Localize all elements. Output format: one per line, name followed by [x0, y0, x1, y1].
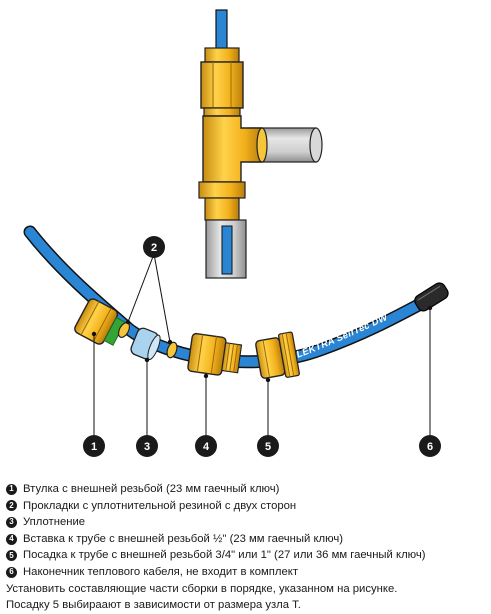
legend-item-2: 2 Прокладки с уплотнительной резиной с д… [6, 498, 488, 515]
callout-6: 6 [419, 435, 441, 457]
tee-assembly [198, 9, 323, 279]
svg-text:1: 1 [91, 441, 97, 453]
leader-2a [127, 253, 155, 323]
leader-2b [153, 253, 171, 343]
legend-badge-2: 2 [6, 500, 17, 512]
legend-item-6: 6 Наконечник теплового кабеля, не входит… [6, 564, 488, 581]
assembly-diagram: ELEKTRA SelfTec DW [23, 9, 449, 457]
part-1-bushing [74, 298, 126, 346]
legend-item-1: 1 Втулка с внешней резьбой (23 мм гаечны… [6, 481, 488, 498]
legend-text-2: Прокладки с уплотнительной резиной с дву… [23, 499, 297, 512]
legend-badge-1: 1 [6, 483, 17, 495]
part-3-seal [130, 327, 161, 360]
tee-cable-top [215, 9, 228, 53]
callout-3: 3 [136, 435, 158, 457]
callout-1: 1 [83, 435, 105, 457]
tee-cable-bottom [221, 225, 233, 275]
legend-item-3: 3 Уплотнение [6, 514, 488, 531]
svg-text:4: 4 [203, 441, 210, 453]
legend-badge-6: 6 [6, 566, 17, 578]
tee-top-nut [204, 47, 240, 63]
legend-text-6: Наконечник теплового кабеля, не входит в… [23, 565, 298, 578]
cable-end-cap [414, 282, 449, 312]
legend-item-5: 5 Посадка к трубе с внешней резьбой 3/4"… [6, 547, 488, 564]
assembly-note-2: Посадку 5 выбираают в зависимости от раз… [6, 599, 301, 612]
tee-hex-nut [200, 61, 244, 109]
part-5-fitting [255, 331, 300, 379]
callout-5: 5 [257, 435, 279, 457]
legend-badge-3: 3 [6, 516, 17, 528]
legend-text-3: Уплотнение [23, 516, 86, 529]
legend-item-4: 4 Вставка к трубе с внешней резьбой ½" (… [6, 531, 488, 548]
part-4-insert [187, 332, 243, 376]
tee-body [202, 115, 263, 183]
part-4-thread [221, 342, 243, 374]
part-2-gasket-b [166, 341, 178, 359]
svg-text:2: 2 [151, 242, 157, 254]
callout-4: 4 [195, 435, 217, 457]
cable-label: ELEKTRA SelfTec DW [289, 312, 390, 363]
svg-text:3: 3 [144, 441, 150, 453]
legend-badge-4: 4 [6, 533, 17, 545]
svg-text:6: 6 [427, 441, 433, 453]
legend-text-5: Посадка к трубе с внешней резьбой 3/4" и… [23, 549, 426, 562]
svg-text:5: 5 [265, 441, 271, 453]
legend-text-4: Вставка к трубе с внешней резьбой ½" (23… [23, 532, 344, 545]
legend-text-1: Втулка с внешней резьбой (23 мм гаечный … [23, 483, 280, 495]
parts-legend: 1 Втулка с внешней резьбой (23 мм гаечны… [6, 481, 488, 614]
callout-2: 2 [143, 236, 165, 258]
legend-badge-5: 5 [6, 550, 17, 562]
part-5-thread [277, 331, 300, 378]
assembly-note-1: Установить составляющие части сборки в п… [6, 582, 398, 595]
